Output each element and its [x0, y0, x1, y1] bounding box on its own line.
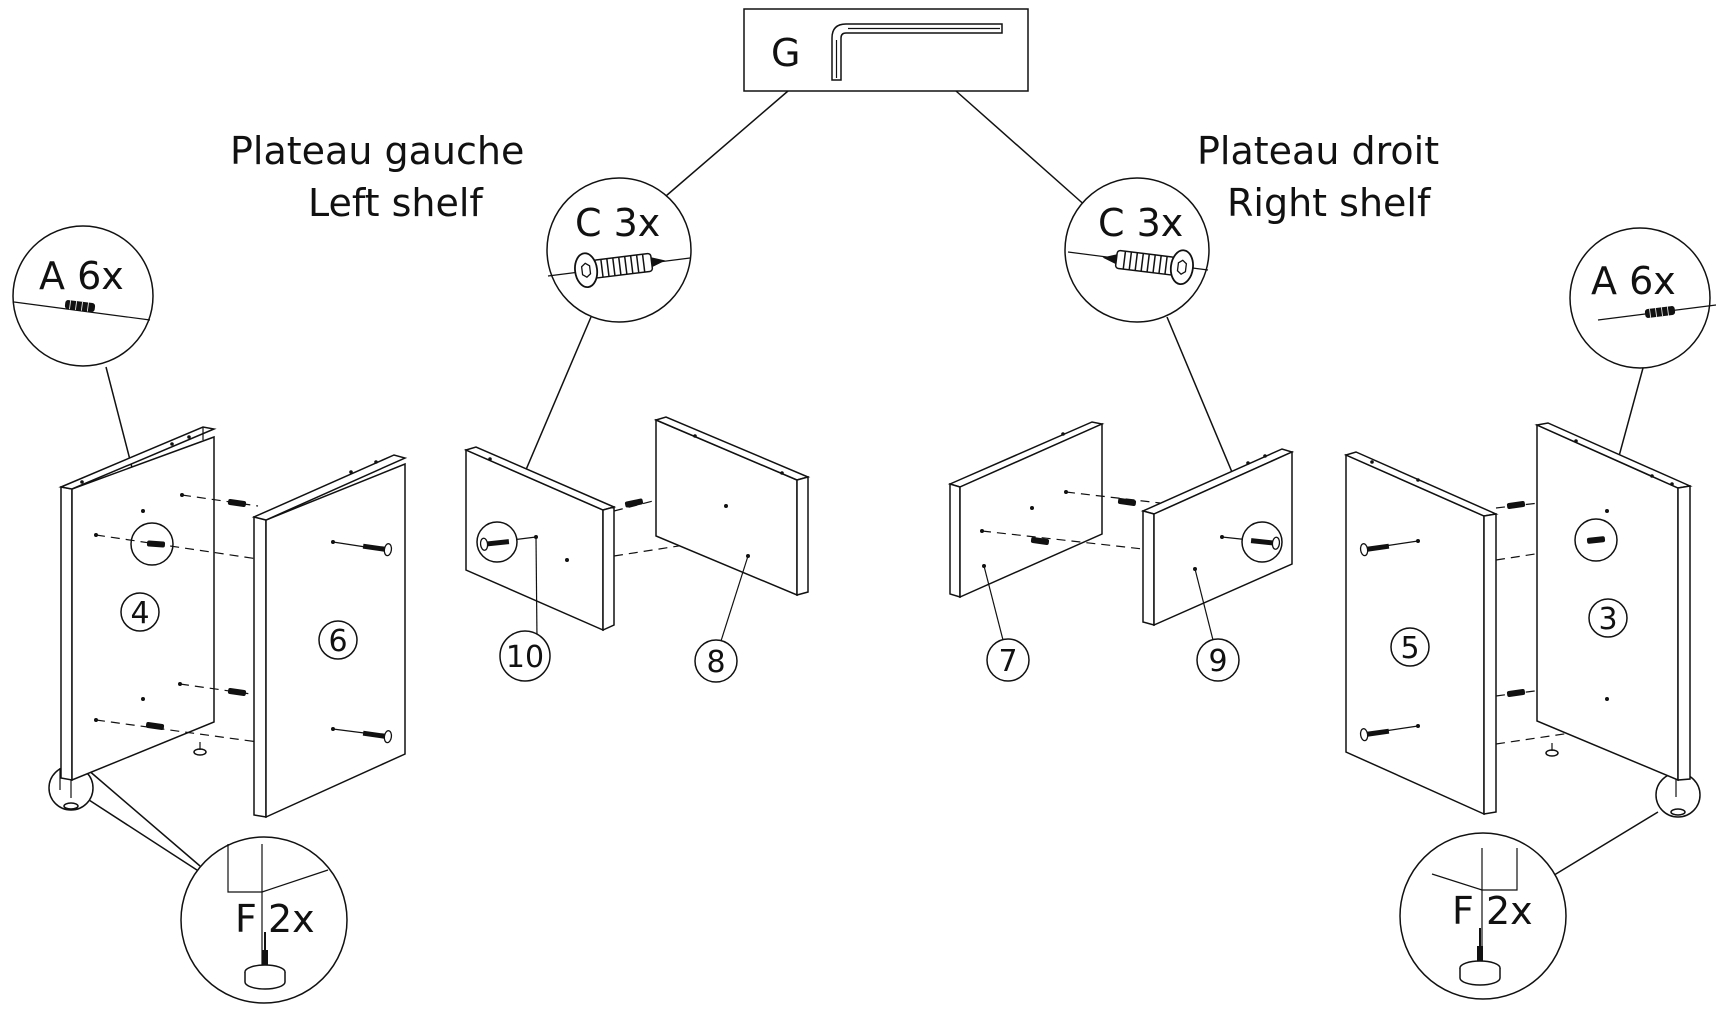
svg-text:9: 9	[1208, 644, 1227, 679]
callout-f-left-letter: F	[235, 897, 257, 941]
glide-foot-icon	[193, 742, 207, 756]
panel-7	[947, 421, 1105, 599]
callout-c-right-label: C 3x	[1098, 201, 1183, 245]
svg-text:6: 6	[328, 624, 347, 659]
leader-part-9	[1194, 568, 1214, 641]
leader-part-10	[535, 536, 538, 641]
part-number-6: 6	[318, 620, 358, 660]
allen-key-icon	[831, 23, 1003, 81]
leader-f-right	[1545, 811, 1659, 881]
leader-f-left-upper	[79, 762, 201, 867]
detail-circle-foot-right	[1655, 772, 1701, 818]
svg-text:7: 7	[998, 644, 1017, 679]
callout-c-right: C 3x	[1064, 177, 1210, 323]
right-shelf-title-en: Right shelf	[1227, 181, 1432, 225]
part-number-10: 10	[499, 630, 551, 682]
svg-text:3: 3	[1598, 602, 1617, 637]
leader-g-to-c-left	[651, 90, 789, 209]
leader-f-left-lower	[88, 799, 201, 873]
assembly-line	[95, 534, 259, 560]
part-number-4: 4	[120, 592, 160, 632]
svg-text:8: 8	[706, 645, 725, 680]
part-number-3: 3	[1588, 598, 1628, 638]
left-shelf-title-en: Left shelf	[308, 181, 484, 225]
tool-g-label: G	[771, 31, 800, 75]
callout-a-left-label: A 6x	[39, 254, 124, 298]
callout-c-left: C 3x	[546, 177, 692, 323]
callout-f-right: F 2x	[1399, 832, 1567, 1000]
leader-g-to-c-right	[955, 90, 1089, 209]
panel-10	[463, 446, 617, 632]
panel-9	[1140, 448, 1295, 627]
callout-f-left: F 2x	[180, 836, 348, 1004]
tool-box-frame	[743, 8, 1029, 92]
svg-text:10: 10	[506, 640, 544, 675]
part-number-7: 7	[986, 638, 1030, 682]
leader-part-7	[983, 565, 1004, 641]
right-shelf-title-fr: Plateau droit	[1197, 129, 1439, 173]
callout-f-right-qty: 2x	[1486, 889, 1533, 933]
tool-g-box: G	[743, 8, 1029, 92]
leader-part-8	[720, 555, 749, 642]
part-number-5: 5	[1390, 627, 1430, 667]
callout-a-left: A 6x	[12, 225, 154, 367]
svg-text:4: 4	[130, 596, 149, 631]
svg-text:5: 5	[1400, 631, 1419, 666]
assembly-line	[981, 530, 1144, 550]
left-shelf-title-fr: Plateau gauche	[230, 129, 524, 173]
glide-foot-icon	[1545, 743, 1559, 757]
assembly-line	[95, 719, 259, 743]
panel-8	[653, 416, 811, 597]
callout-c-left-label: C 3x	[575, 201, 660, 245]
callout-f-right-letter: F	[1452, 889, 1474, 933]
callout-a-right-label: A 6x	[1591, 259, 1676, 303]
callout-a-right: A 6x	[1569, 227, 1716, 369]
assembly-line	[1065, 491, 1161, 504]
part-number-8: 8	[694, 639, 738, 683]
callout-f-left-qty: 2x	[268, 897, 315, 941]
part-number-9: 9	[1196, 638, 1240, 682]
